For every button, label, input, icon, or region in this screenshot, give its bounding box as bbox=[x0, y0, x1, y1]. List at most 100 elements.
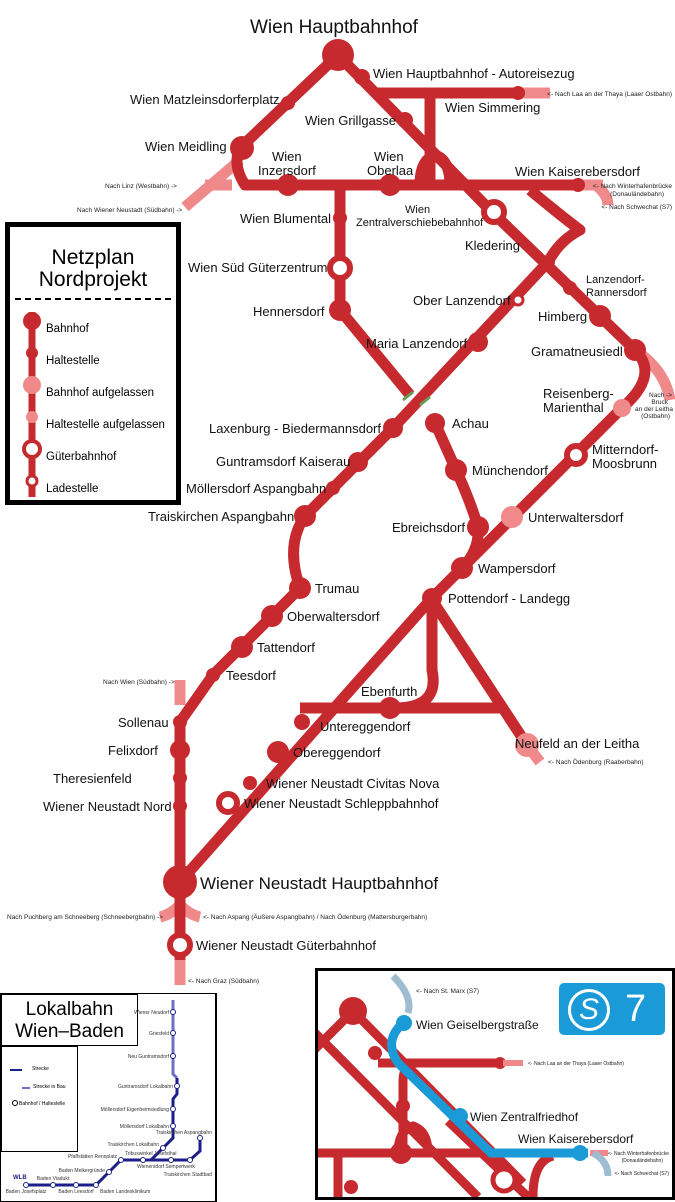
label: Achau bbox=[452, 416, 489, 431]
wlb-logo: WLB bbox=[13, 1175, 27, 1181]
station-kledering bbox=[541, 255, 555, 269]
label: Nach Linz (Westbahn) -> bbox=[105, 183, 177, 190]
legend-bahnhof: Bahnhof / Haltestelle bbox=[19, 1101, 66, 1107]
label: Sollenau bbox=[118, 715, 169, 730]
s7-badge-number: 7 bbox=[625, 988, 647, 1030]
label: Wien Simmering bbox=[445, 100, 540, 115]
legend-item-bahnhof-aufgelassen: Bahnhof aufgelassen bbox=[46, 387, 155, 399]
s7-station-geiselbergstrasse: Wien Geiselbergstraße bbox=[416, 1018, 539, 1032]
lb-station: Baden Josefsplatz bbox=[6, 1189, 47, 1195]
label: Pottendorf - Landegg bbox=[448, 591, 570, 606]
station-obereggendorf bbox=[267, 741, 289, 763]
label: Untereggendorf bbox=[320, 719, 411, 734]
label: <- Nach Ödenburg (Raaberbahn) bbox=[548, 758, 644, 766]
label: Wiener Neustadt Civitas Nova bbox=[266, 776, 440, 791]
label: Gramatneusiedl bbox=[531, 344, 623, 359]
label: Wiener Neustadt Güterbahnhof bbox=[196, 938, 376, 953]
station-wien-hbf bbox=[322, 39, 354, 71]
label: Ober Lanzendorf bbox=[413, 293, 511, 308]
station-trumau bbox=[289, 577, 311, 599]
station-meidling bbox=[230, 136, 254, 160]
lb-station: Baden Landesklinikum bbox=[100, 1189, 150, 1195]
station-oberlaa bbox=[379, 174, 401, 196]
label: Wiener Neustadt Nord bbox=[43, 799, 172, 814]
label: Kledering bbox=[465, 238, 520, 253]
label: <- Nach St. Marx (S7) bbox=[416, 988, 479, 995]
label: Wien bbox=[374, 149, 404, 164]
label: Maria Lanzendorf bbox=[366, 336, 468, 351]
label: Nach -> bbox=[649, 392, 672, 399]
label: Felixdorf bbox=[108, 743, 158, 758]
lb-station: Wiener Neudorf bbox=[134, 1010, 170, 1016]
lb-station: Griesfeld bbox=[149, 1031, 169, 1037]
label: Nach Wiener Neustadt (Südbahn) -> bbox=[77, 207, 183, 214]
station-wampersdorf bbox=[451, 557, 473, 579]
lb-station: Baden Melkergründe bbox=[59, 1168, 106, 1174]
label: Marienthal bbox=[543, 400, 604, 415]
station-muenchendorf bbox=[445, 459, 467, 481]
station-achau bbox=[425, 413, 445, 433]
lb-station: Baden Leesdorf bbox=[58, 1189, 94, 1195]
station-unterwaltersdorf bbox=[501, 506, 523, 528]
label: Lanzendorf- bbox=[586, 274, 645, 286]
label: Wiener Neustadt Hauptbahnhof bbox=[200, 874, 438, 893]
legend-item-ladestelle: Ladestelle bbox=[46, 483, 99, 495]
station-wn-gbf bbox=[167, 932, 193, 958]
label: Guntramsdorf Kaiserau bbox=[216, 454, 350, 469]
label: Trumau bbox=[315, 581, 359, 596]
station-oberwaltersdorf bbox=[261, 605, 283, 627]
lb-station: Baden Viadukt bbox=[37, 1176, 70, 1182]
label: Reisenberg- bbox=[543, 386, 614, 401]
station-autoreisezug bbox=[354, 69, 370, 85]
label: Inzersdorf bbox=[258, 163, 316, 178]
lb-station: Pfaffstätten Rennplatz bbox=[68, 1154, 118, 1160]
station-gramatneusiedl bbox=[624, 339, 646, 361]
station-ebreichsdorf bbox=[467, 516, 489, 538]
station-kaiserebersdorf bbox=[571, 178, 585, 192]
lb-station: Traiskirchen Aspangbahn bbox=[156, 1130, 212, 1136]
lb-station: Traiskirchen Stadtbad bbox=[164, 1172, 213, 1178]
station-maria-lanzendorf bbox=[468, 332, 488, 352]
station-inzersdorf bbox=[277, 174, 299, 196]
label: Nach Wien (Südbahn) -> bbox=[103, 679, 175, 686]
station-himberg bbox=[589, 305, 611, 327]
legend-symbols bbox=[22, 312, 42, 497]
station-hennersdorf bbox=[329, 299, 351, 321]
label: an der Leitha bbox=[635, 406, 673, 413]
legend-title-1: Netzplan bbox=[51, 246, 135, 269]
label: Wien Süd Güterzentrum bbox=[188, 260, 327, 275]
lb-station: Möllersdorf Lokalbahn bbox=[120, 1124, 169, 1130]
legend-item-gueterbahnhof: Güterbahnhof bbox=[46, 451, 117, 463]
label: <- Nach Graz (Südbahn) bbox=[188, 978, 259, 985]
legend-item-bahnhof: Bahnhof bbox=[46, 323, 89, 335]
station-neufeld bbox=[515, 733, 539, 757]
title-label: Wien Hauptbahnhof bbox=[250, 17, 419, 38]
station-wn-nord bbox=[173, 799, 187, 813]
station-untereggendorf bbox=[294, 714, 310, 730]
station-grillgasse bbox=[397, 112, 413, 128]
label: <- Nach Schwechat (S7) bbox=[601, 204, 672, 211]
station-matzleinsdorf bbox=[281, 96, 295, 110]
station-ebenfurth bbox=[379, 697, 401, 719]
label: Traiskirchen Aspangbahn bbox=[148, 509, 294, 524]
lb-station: Möllersdorf Eigenheimsiedlung bbox=[101, 1107, 170, 1113]
legend: Netzplan Nordprojekt Bahnhof Haltestelle… bbox=[5, 222, 181, 505]
station-simmering bbox=[511, 86, 525, 100]
lokalbahn-legend: Strecke Strecke in Bau Bahnhof / Haltest… bbox=[1, 1046, 78, 1152]
legend-title: Netzplan Nordprojekt bbox=[10, 247, 176, 291]
lb-station: Tribuswinkel Josefsthal bbox=[125, 1151, 177, 1157]
label: Rannersdorf bbox=[586, 287, 647, 299]
label: Oberlaa bbox=[367, 163, 414, 178]
label: Bruck bbox=[651, 399, 668, 406]
stations bbox=[163, 39, 646, 958]
label: Tattendorf bbox=[257, 640, 315, 655]
legend-title-2: Nordprojekt bbox=[38, 268, 148, 291]
lokalbahn-title-2: Wien–Baden bbox=[15, 1021, 124, 1042]
label: Wampersdorf bbox=[478, 561, 556, 576]
label: Unterwaltersdorf bbox=[528, 510, 624, 525]
label: Wien Kaiserebersdorf bbox=[515, 164, 640, 179]
label: Moosbrunn bbox=[592, 456, 657, 471]
station-mitterndorf bbox=[564, 443, 588, 467]
station-civitas-nova bbox=[243, 776, 257, 790]
